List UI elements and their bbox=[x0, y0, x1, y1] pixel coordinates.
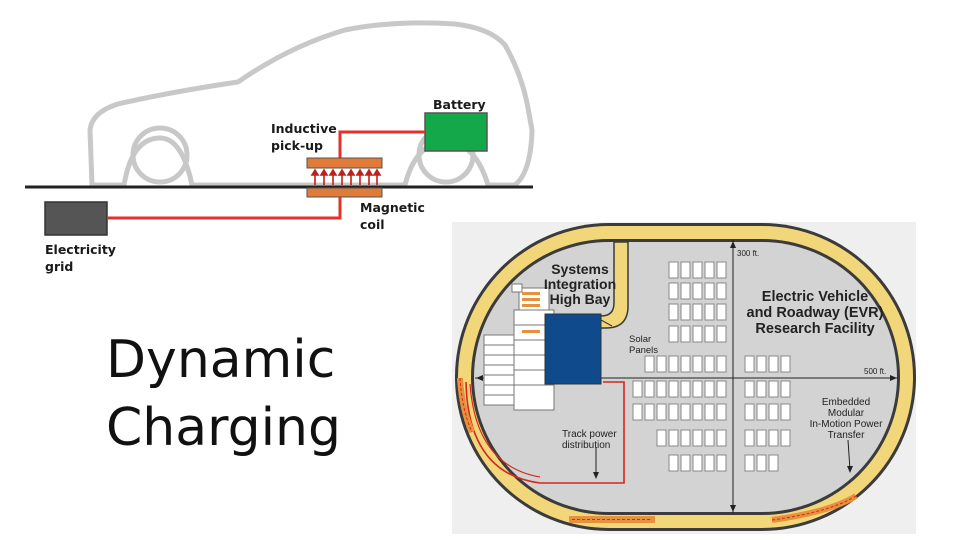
title-line-2: Charging bbox=[106, 398, 342, 458]
grid-label-line1: Electricity bbox=[45, 242, 116, 257]
title-line-1: Dynamic bbox=[106, 330, 336, 390]
magnetic-coil bbox=[306, 187, 383, 198]
dim-500-label: 500 ft. bbox=[864, 367, 886, 376]
solar-panels bbox=[632, 261, 791, 472]
embedded-label-line2: Modular bbox=[828, 408, 865, 419]
infield bbox=[474, 242, 897, 512]
charging-segment-left-dash bbox=[459, 377, 473, 433]
high-bay-building bbox=[544, 313, 602, 385]
dim-300-label: 300 ft. bbox=[737, 249, 759, 258]
power-line-track bbox=[469, 383, 541, 478]
bay-doors bbox=[522, 292, 540, 333]
pickup-label-line2: pick-up bbox=[271, 138, 323, 153]
pickup-battery-wire bbox=[338, 130, 425, 158]
slide-title: Dynamic Charging bbox=[106, 326, 341, 462]
high-bay-title-line2: Integration bbox=[544, 276, 616, 292]
track-power-label-line2: distribution bbox=[562, 440, 610, 451]
coil-label-line1: Magnetic bbox=[360, 200, 425, 215]
facility-name-line2: and Roadway (EVR) bbox=[747, 305, 884, 321]
pickup-label-line1: Inductive bbox=[271, 121, 337, 136]
coil-label-line2: coil bbox=[360, 217, 385, 232]
rear-wheel bbox=[130, 125, 190, 185]
magnetic-field-arrows bbox=[310, 168, 382, 185]
pickup-pad bbox=[306, 157, 383, 169]
solar-label-line1: Solar bbox=[629, 334, 651, 345]
embedded-label-line1: Embedded bbox=[822, 397, 870, 408]
power-line-inner bbox=[465, 381, 625, 484]
embedded-transfer-arrow bbox=[847, 439, 851, 471]
grid-label-line2: grid bbox=[45, 259, 74, 274]
high-bay-title-line3: High Bay bbox=[550, 291, 611, 307]
high-bay-title-line1: Systems bbox=[551, 261, 609, 277]
facility-name-line3: Research Facility bbox=[755, 321, 874, 337]
grid-coil-wire bbox=[107, 197, 342, 220]
embedded-label-line4: Transfer bbox=[828, 430, 866, 441]
solar-label-line2: Panels bbox=[629, 345, 658, 356]
battery-box bbox=[424, 112, 488, 152]
track-power-label-line1: Track power bbox=[562, 429, 617, 440]
facility-name-line1: Electric Vehicle bbox=[762, 289, 868, 305]
embedded-label-line3: In-Motion Power bbox=[810, 419, 883, 430]
battery-label: Battery bbox=[433, 97, 486, 112]
car-body-outline bbox=[87, 20, 535, 188]
